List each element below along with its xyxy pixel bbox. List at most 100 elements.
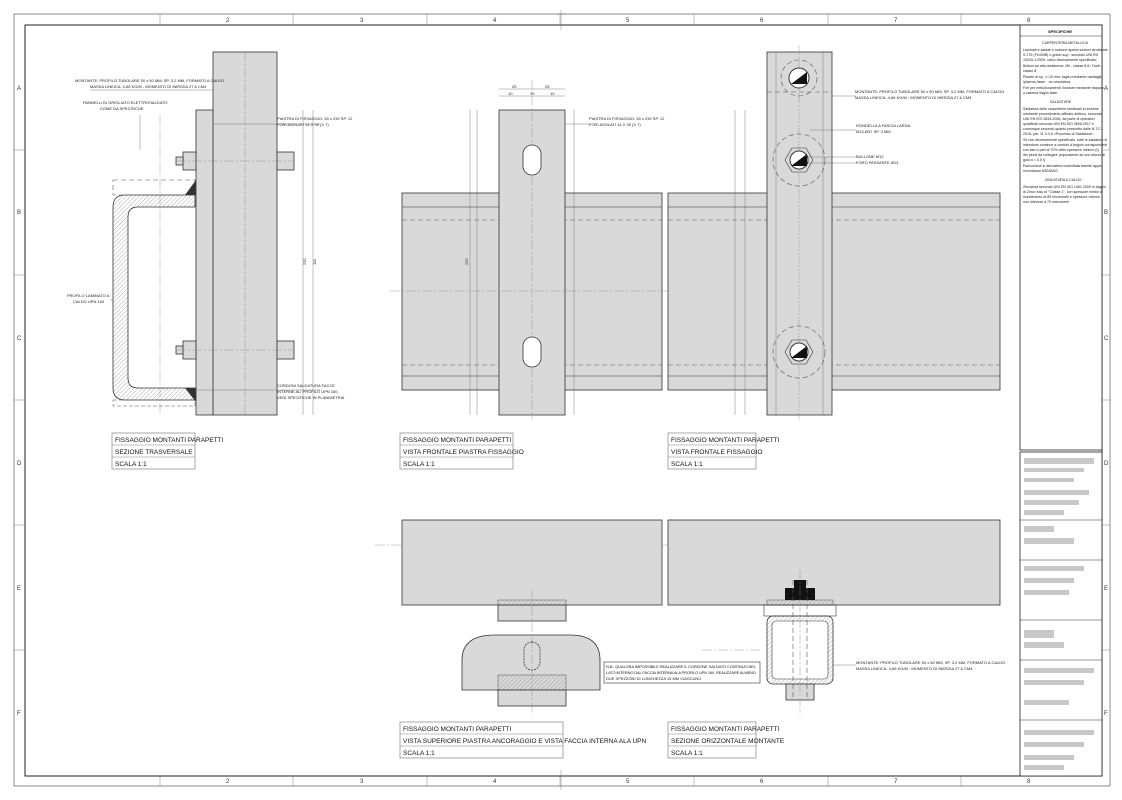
view-title-1: FISSAGGIO MONTANTI PARAPETTI SEZIONE TRA… (111, 432, 224, 470)
dimension-label: 232 (464, 258, 469, 265)
grid-label: C (17, 336, 22, 342)
dimension-label: 25 (545, 84, 550, 89)
specs-line: UNI EN ISO 3834:2006, da parte di operat… (1023, 117, 1095, 121)
specs-heading: CARPENTERIA METALLICA (1042, 41, 1089, 45)
specs-line: con lato b pari al 70% dello spessore mi… (1023, 148, 1099, 152)
specs-line: gola a = 0.5 t). (1023, 158, 1046, 162)
view-title-2: FISSAGGIO MONTANTI PARAPETTI VISTA FRONT… (399, 432, 524, 470)
grid-label: 4 (493, 779, 497, 785)
grid-label: C (1104, 336, 1109, 342)
annotation-plate: FORI ASOLATI 14 X 30 (X 7) (277, 122, 329, 127)
grid-label: B (1104, 210, 1108, 216)
view-title: FISSAGGIO MONTANTI PARAPETTI (403, 726, 512, 733)
grid-label: F (1104, 711, 1108, 717)
annotation-plate: PIASTRA DI FISSAGGIO: 50 x 232 SP. 12 (277, 116, 353, 121)
grid-label: 2 (226, 18, 230, 24)
note: N.B.: QUALORA IMPOSSIBILE REALIZZARE IL … (603, 661, 761, 684)
note-line: DUE SPEZZONI DI LUNGHEZZA 15 MM CIASCUNO (606, 676, 701, 681)
annotation-upright-mass: MASSA LINEICA: 4,66 KG/M - MOMENTO DI IN… (855, 95, 972, 100)
specs-line: mediante procedimento affinato dettrico,… (1023, 112, 1102, 116)
title-block-redacted (1019, 451, 1103, 777)
annotation-panel: PANNELLI DI GRIGLIATO ELETTROSALDATO (83, 100, 168, 105)
view-subtitle: SEZIONE ORIZZONTALE MONTANTE (671, 738, 785, 745)
annotation-upright-mass: MASSA LINEICA: 4,66 KG/M - MOMENTO DI IN… (90, 84, 207, 89)
specs-line: o cabrera /taglio laser (1023, 91, 1058, 95)
specs-line: Esecuzione in atmosfera controllata tram… (1023, 164, 1103, 168)
bolt-middle (772, 133, 826, 187)
grid-label: 7 (894, 18, 898, 24)
grid-label: 4 (493, 18, 497, 24)
view-scale: SCALA 1:1 (671, 750, 703, 757)
annotation-upright: MONTANTE: PROFILO TUBOLARE 50 x 50 MM, S… (856, 660, 1005, 665)
annotation-upn: PROFILO LAMINATO A (67, 293, 110, 298)
view-scale: SCALA 1:1 (403, 750, 435, 757)
annotation-upright-mass: MASSA LINEICA: 4,66 KG/M - MOMENTO DI IN… (856, 666, 973, 671)
grid-label: 7 (894, 779, 898, 785)
annotation-bolt: FORO PASSANTE Ø13 (856, 160, 899, 165)
grid-label: B (17, 210, 21, 216)
specs-line: classe 8; (1023, 69, 1037, 73)
annotation-weld: CORDONI SALDATURA FACCE (277, 383, 335, 388)
view-subtitle: VISTA FRONTALE FISSAGGIO (671, 449, 763, 456)
annotation-upn: CALDO UPN 160 (73, 299, 105, 304)
specs-heading: SALDATURE (1050, 100, 1072, 104)
dimension-label: 10 (508, 91, 513, 96)
note-line: LATO INTERNO DAL FACCIA INTERNA ALA PROF… (606, 670, 756, 675)
view-title: FISSAGGIO MONTANTI PARAPETTI (403, 437, 512, 444)
specs-line: Saldatura delle carpenterie strutturali … (1023, 107, 1099, 111)
annotation-washer: RONDELLA A FASCIA LARGA (856, 123, 911, 128)
annotation-upright: MONTANTE: PROFILO TUBOLARE 50 x 50 MM, S… (855, 89, 1004, 94)
annotation-weld: VEDI SPECIFICHE IN PLANIMETRIA (277, 395, 345, 400)
view-scale: SCALA 1:1 (115, 461, 147, 468)
view-title-4: FISSAGGIO MONTANTI PARAPETTI VISTA SUPER… (399, 721, 647, 759)
grid-label: 8 (1027, 779, 1031, 785)
specs-line: rivestimento di 85 micrometri e spessore… (1023, 195, 1100, 199)
specs-line: S 275 (Fe430B) o grado sup., secondo UNI… (1023, 53, 1099, 57)
specs-line: 2018, par. 11.3.4.5 «Processo di Saldatu… (1023, 132, 1094, 136)
view-subtitle: VISTA SUPERIORE PIASTRA ANCORAGGIO E VIS… (403, 738, 647, 745)
bolt-top (780, 59, 818, 97)
specs-line: dei pezzi da collegare (equivalente ad u… (1023, 153, 1105, 157)
specifications-panel: SPECIFICHE CARPENTERIA METALLICA Laminat… (1019, 24, 1108, 451)
grid-label: 8 (1027, 18, 1031, 24)
specs-line: Zincatura secondo UNI EN ISO 1461:2009 i… (1023, 185, 1106, 189)
view-title-3: FISSAGGIO MONTANTI PARAPETTI VISTA FRONT… (667, 432, 780, 470)
upn-rail (667, 192, 1001, 391)
view-front-plate: 25 25 10 10 10 232 PIASTRA DI FISSAGGIO:… (390, 80, 670, 420)
grid-column-labels: 2 3 4 5 6 7 8 2 3 4 5 6 7 8 (226, 18, 1031, 785)
annotation-plate: PIASTRA DI FISSAGGIO: 50 x 232 SP. 12 (589, 116, 665, 121)
grid-label: A (17, 86, 21, 92)
specs-line: non inferiore a 70 micrometri (1023, 200, 1069, 204)
specs-line: /plasma /laser - no cesoiatura; (1023, 80, 1071, 84)
grid-row-labels: A B C D E F A B C D E F (17, 86, 1109, 717)
grid-label: 5 (626, 18, 630, 24)
annotation-washer: Ø13-Ø37 SP. 3 MM (856, 129, 891, 134)
specs-line: 10025-1:2005, salvo diversamente specifi… (1023, 58, 1097, 62)
note-box (603, 661, 761, 684)
view-title: FISSAGGIO MONTANTI PARAPETTI (671, 437, 780, 444)
specs-line: intendono continue a cordoni d'angolo co… (1023, 143, 1107, 147)
grid-label: 6 (760, 18, 764, 24)
specs-line: Laminati e saldati e sezione aperta sezi… (1023, 48, 1108, 52)
specs-line: Bulloni ad alta resistenza: Viti - class… (1023, 64, 1103, 68)
view-subtitle: VISTA FRONTALE PIASTRA FISSAGGIO (403, 449, 524, 456)
specs-line: qualificati secondo UNI EN ISO 9606:2017… (1023, 122, 1094, 126)
bolt-bottom (772, 325, 826, 379)
annotation-panel: COME DA SPECIFICHE (100, 106, 144, 111)
specs-line: Se non diversamente specificato, tutte l… (1023, 138, 1107, 142)
annotation-plate: FORI ASOLATI 14 X 30 (X 7) (589, 122, 641, 127)
upn-rail-top (667, 519, 1001, 606)
grid-label: E (1104, 586, 1108, 592)
slotted-hole (522, 144, 542, 176)
grid-label: 2 (226, 779, 230, 785)
annotation-upright: MONTANTE: PROFILO TUBOLARE 50 x 50 MM, S… (75, 78, 224, 83)
specs-title: SPECIFICHE (1048, 29, 1072, 34)
grid-label: D (1104, 461, 1109, 467)
view-title: FISSAGGIO MONTANTI PARAPETTI (671, 726, 780, 733)
specs-heading: ZINCATURA A CALDO (1045, 178, 1082, 182)
dimension-label: 10 (550, 91, 555, 96)
specs-line: comunque secondo quanto prescritto dalle… (1023, 127, 1102, 131)
grid-label: 3 (360, 18, 364, 24)
view-scale: SCALA 1:1 (671, 461, 703, 468)
